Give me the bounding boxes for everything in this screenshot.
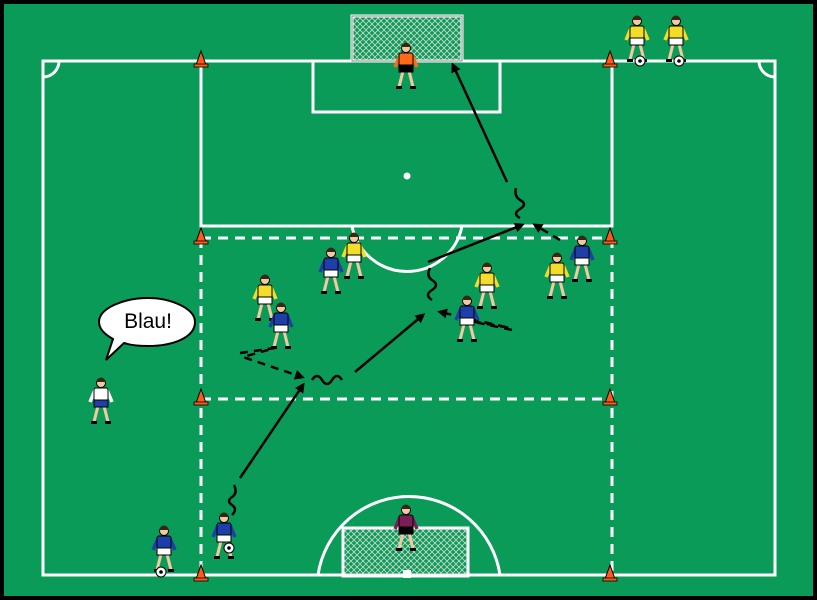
dribble-path-final <box>514 187 526 220</box>
defender-runs <box>238 223 561 380</box>
goalkeeper-bottom <box>393 504 419 551</box>
run-arrow <box>238 382 305 479</box>
cone <box>193 387 209 406</box>
corner-arc-top-left <box>42 60 61 79</box>
ball <box>673 55 685 67</box>
goalkeeper-top <box>393 42 419 89</box>
goal-bottom <box>341 526 470 578</box>
callout-text: Blau! <box>124 310 172 333</box>
defender <box>569 235 595 282</box>
cone <box>602 49 618 68</box>
shot-arrow <box>451 62 509 183</box>
dribble-path-middle <box>310 374 344 386</box>
players <box>88 15 689 578</box>
run-arrow <box>427 222 525 264</box>
attacker <box>544 252 570 299</box>
run-arrow <box>354 313 426 373</box>
defender <box>268 302 294 349</box>
movement-arrows <box>227 62 526 516</box>
defender <box>454 295 480 342</box>
speech-bubble <box>97 296 197 361</box>
ball <box>155 566 167 578</box>
cone <box>193 49 209 68</box>
attacker <box>341 232 367 279</box>
cone <box>193 226 209 245</box>
ball <box>223 542 235 554</box>
dribble-path-upper <box>426 267 438 302</box>
penalty-spot <box>403 172 411 180</box>
corner-arc-top-right <box>757 60 776 79</box>
defender <box>318 247 344 294</box>
coach <box>88 377 114 424</box>
center-circle-bottom <box>316 495 502 576</box>
cone <box>602 563 618 582</box>
dribble-path-start <box>227 484 237 516</box>
cone <box>193 563 209 582</box>
zone-lines <box>199 236 614 575</box>
reserve-player <box>151 525 177 572</box>
ball <box>634 55 646 67</box>
defender-run <box>532 223 561 242</box>
attacker-with-ball <box>211 512 237 559</box>
cone <box>602 387 618 406</box>
cone <box>602 226 618 245</box>
reserve-player <box>663 15 689 62</box>
cones <box>193 49 618 582</box>
defender-run <box>238 346 305 380</box>
attacker <box>474 262 500 309</box>
defender-run <box>437 308 513 332</box>
